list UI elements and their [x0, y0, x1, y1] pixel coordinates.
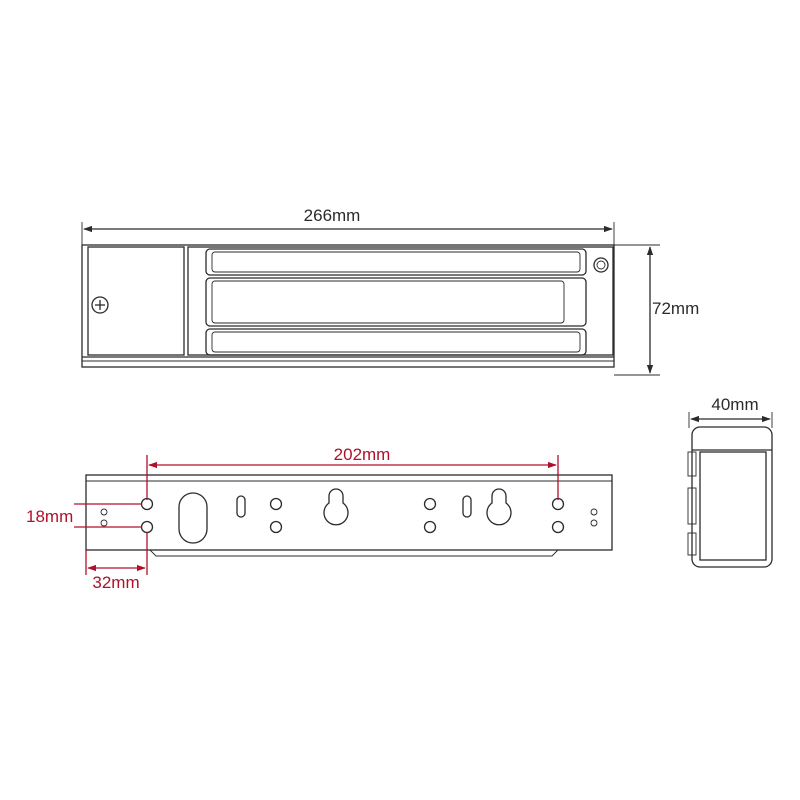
hole-span-label: 202mm — [334, 445, 391, 464]
front-height-label: 72mm — [652, 299, 699, 318]
side-view: 40mm — [687, 395, 773, 568]
hole-spacing-label: 18mm — [26, 507, 73, 526]
mounting-plate-outline — [85, 474, 613, 551]
screw-icon — [91, 296, 109, 314]
plate-lip — [149, 549, 559, 557]
end-cap-panel — [87, 246, 185, 356]
mounting-plate-view: 202mm 18mm 32mm — [26, 445, 613, 592]
keyhole-slots — [323, 488, 512, 526]
side-width-label: 40mm — [711, 395, 758, 414]
magnet-face-panel — [187, 246, 614, 356]
front-view: 266mm 72mm — [81, 206, 699, 376]
mounting-holes — [100, 497, 598, 534]
side-profile-outline — [691, 426, 773, 568]
status-indicator-icon — [593, 257, 609, 273]
front-length-label: 266mm — [304, 206, 361, 225]
side-inner-panel — [699, 451, 767, 561]
lock-body-outline — [81, 244, 615, 368]
mounting-slots — [178, 492, 472, 544]
magnet-core-slots — [205, 248, 587, 356]
side-notches — [687, 451, 697, 556]
hole-offset-label: 32mm — [92, 573, 139, 592]
